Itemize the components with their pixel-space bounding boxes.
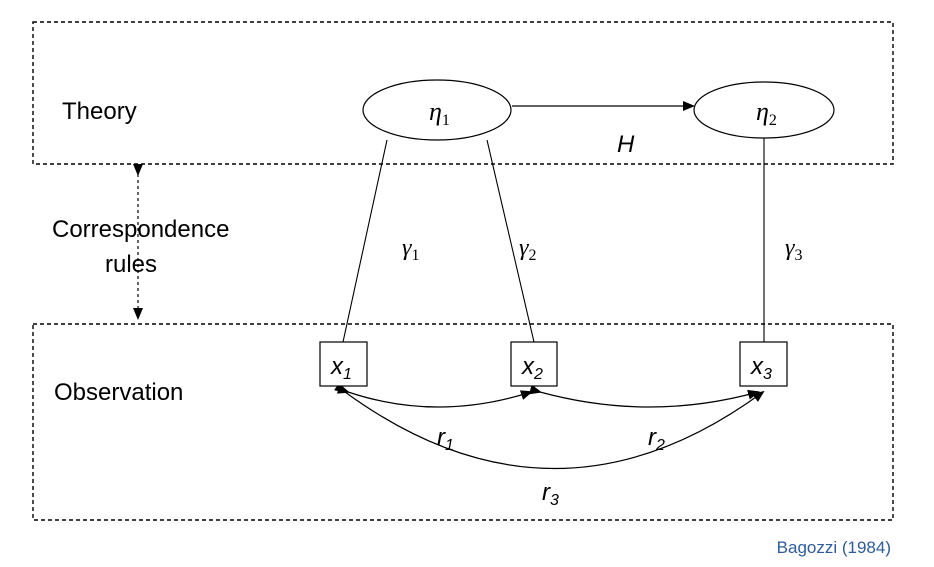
eta2-node xyxy=(693,81,835,139)
r3-label: r3 xyxy=(542,479,559,509)
r1-label: r1 xyxy=(437,424,454,454)
observation-section-box xyxy=(32,323,894,521)
x1-node xyxy=(319,341,368,387)
r1-arc xyxy=(336,384,533,408)
theory-section-box xyxy=(32,21,894,165)
eta2-label: η2 xyxy=(756,97,777,129)
r2-arc xyxy=(529,384,760,408)
x3-node xyxy=(739,341,788,387)
eta1-node xyxy=(362,79,512,141)
gamma1-label: γ1 xyxy=(402,235,419,264)
correspondence-label-line1: Correspondence xyxy=(52,216,229,243)
observation-label: Observation xyxy=(54,379,183,406)
hypothesis-label: H xyxy=(617,131,635,158)
x2-label: x2 xyxy=(521,353,543,383)
x2-node xyxy=(510,341,558,387)
theory-label: Theory xyxy=(62,98,137,125)
x3-label: x3 xyxy=(750,353,772,383)
gamma2-label: γ2 xyxy=(519,235,536,264)
eta1-label: η1 xyxy=(429,97,450,129)
gamma2-path xyxy=(486,139,535,343)
r3-arc xyxy=(333,382,765,469)
gamma1-path xyxy=(342,139,388,343)
x1-label: x1 xyxy=(330,353,352,383)
r2-label: r2 xyxy=(648,424,665,454)
citation-text: Bagozzi (1984) xyxy=(777,538,891,557)
gamma3-label: γ3 xyxy=(785,235,802,264)
correspondence-label-line2: rules xyxy=(105,251,157,278)
